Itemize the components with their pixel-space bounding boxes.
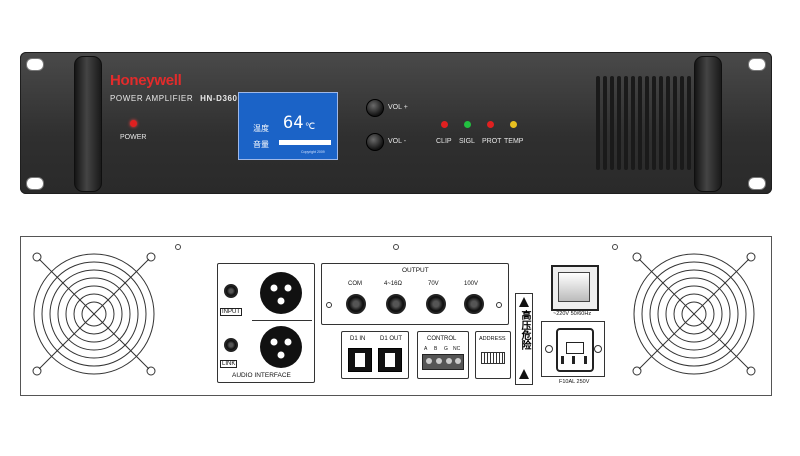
left-rack-handle: [74, 56, 102, 192]
screw-dot: [612, 244, 618, 250]
model-number: HN-D3600: [200, 94, 243, 103]
temperature-unit: ℃: [305, 121, 316, 131]
output-terminal-label: 100V: [464, 281, 479, 287]
high-voltage-warning: 高压危险: [515, 293, 533, 385]
ac-power-inlet[interactable]: [541, 321, 605, 377]
d1-in-label: D1 IN: [350, 336, 366, 342]
warning-triangle-icon: [519, 297, 529, 307]
control-panel: CONTROL A B G NC: [417, 331, 469, 379]
input-label: INPUT: [220, 308, 242, 316]
power-rating-label: ~220V 50/60Hz: [553, 311, 592, 317]
screw-dot: [393, 244, 399, 250]
power-label: POWER: [120, 134, 147, 141]
volume-bar: [279, 140, 331, 145]
terminal-com[interactable]: [346, 294, 366, 314]
d1-out-label: D1 OUT: [380, 336, 403, 342]
warning-text: 高压危险: [519, 310, 530, 350]
control-title: CONTROL: [427, 336, 457, 342]
lcd-display: 温度 音量 64 ℃ Copyright 2009: [238, 92, 338, 160]
temperature-value: 64: [283, 113, 304, 133]
copyright-text: Copyright 2009: [301, 150, 325, 154]
clip-label: CLIP: [436, 138, 452, 145]
amplifier-front-panel: Honeywell POWER AMPLIFIER HN-D3600 POWER…: [20, 52, 772, 194]
control-terminal-block[interactable]: [422, 354, 464, 370]
terminal-100v[interactable]: [464, 294, 484, 314]
terminal-70v[interactable]: [426, 294, 446, 314]
right-rack-handle: [694, 56, 722, 192]
protect-led: [487, 121, 494, 128]
cooling-fan-right: [632, 252, 756, 376]
brand-logo: Honeywell: [110, 72, 182, 89]
rack-mount-hole: [748, 58, 766, 71]
input-jack[interactable]: [224, 284, 238, 298]
d1-out-port[interactable]: [378, 348, 402, 372]
terminal-4-16ohm[interactable]: [386, 294, 406, 314]
rack-mount-hole: [26, 177, 44, 190]
output-terminal-label: COM: [348, 281, 362, 287]
warning-triangle-icon: [519, 369, 529, 379]
rack-mount-hole: [748, 177, 766, 190]
model-label: POWER AMPLIFIER HN-D3600: [110, 94, 243, 103]
amplifier-rear-panel: INPUT LINK AUDIO INTERFACE OUTPUT COM 4~…: [20, 236, 772, 396]
screw-dot: [326, 302, 332, 308]
output-terminal-panel: OUTPUT COM 4~16Ω 70V 100V: [321, 263, 509, 325]
address-panel: ADDRESS: [475, 331, 511, 379]
volume-up-knob[interactable]: [366, 99, 384, 117]
signal-label: SIGL: [459, 138, 475, 145]
power-switch[interactable]: [551, 265, 599, 311]
volume-down-label: VOL -: [388, 138, 407, 145]
volume-label: 音量: [253, 140, 269, 149]
xlr-input-connector[interactable]: [258, 270, 304, 316]
audio-interface-label: AUDIO INTERFACE: [232, 372, 291, 379]
ventilation-grille: [596, 76, 692, 170]
xlr-link-connector[interactable]: [258, 324, 304, 370]
model-prefix: POWER AMPLIFIER: [110, 94, 194, 103]
output-terminal-label: 4~16Ω: [384, 281, 402, 287]
output-title: OUTPUT: [402, 267, 429, 274]
address-dip-switch[interactable]: [481, 352, 505, 364]
power-led: [130, 120, 137, 127]
control-pin-label: G: [444, 346, 448, 352]
signal-led: [464, 121, 471, 128]
temp-label: TEMP: [504, 138, 524, 145]
cooling-fan-left: [32, 252, 156, 376]
control-pin-label: B: [434, 346, 438, 352]
divider: [252, 320, 312, 321]
d1-port-panel: D1 IN D1 OUT: [341, 331, 409, 379]
audio-interface-panel: INPUT LINK AUDIO INTERFACE: [217, 263, 315, 383]
d1-in-port[interactable]: [348, 348, 372, 372]
output-terminal-label: 70V: [428, 281, 439, 287]
protect-label: PROT: [482, 138, 502, 145]
control-pin-label: A: [424, 346, 428, 352]
volume-down-knob[interactable]: [366, 133, 384, 151]
screw-dot: [175, 244, 181, 250]
screw-dot: [496, 302, 502, 308]
link-label: LINK: [220, 360, 238, 368]
fuse-label: F10AL 250V: [559, 379, 590, 385]
clip-led: [441, 121, 448, 128]
temp-led: [510, 121, 517, 128]
control-pin-label: NC: [453, 346, 461, 352]
volume-up-label: VOL +: [388, 104, 408, 111]
address-label: ADDRESS: [479, 336, 506, 342]
rack-mount-hole: [26, 58, 44, 71]
temperature-label: 温度: [253, 124, 269, 133]
link-jack[interactable]: [224, 338, 238, 352]
